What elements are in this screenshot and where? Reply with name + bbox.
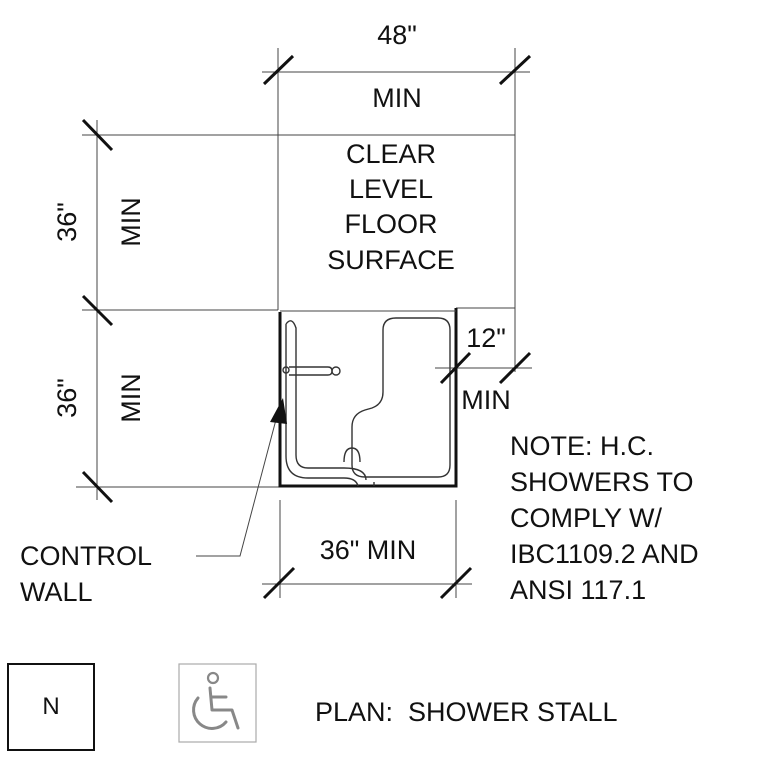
grab-bar [285,320,367,487]
left-upper-min-label: MIN [116,197,146,247]
clear-floor-area: CLEAR LEVEL FLOOR SURFACE [82,134,515,311]
shower-control [343,447,361,463]
tick-mark [262,566,296,600]
note-line-1: NOTE: H.C. [510,431,654,461]
tick-mark [498,54,532,86]
tick-mark [439,351,472,385]
tick-mark [81,294,114,327]
icon-frame [178,663,257,743]
tick-mark [81,118,114,152]
tick-mark [498,351,532,385]
left-lower-label: 36" [52,378,82,418]
top-dimension: 48" MIN [262,20,532,310]
bottom-dimension: 36" MIN [262,500,473,600]
control-wall-callout: CONTROL WALL [20,398,287,607]
shower-stall [278,308,458,488]
offset-min-label: MIN [461,385,511,415]
left-lower-min-label: MIN [116,373,146,423]
stall-walls [278,308,458,488]
leader-line [196,411,279,557]
north-box: N [7,663,95,751]
bottom-width-label: 36" MIN [320,535,417,565]
top-width-min-label: MIN [372,83,422,113]
wheelchair-icon [178,663,257,743]
left-dimensions: 36" MIN 36" MIN [52,118,280,504]
top-width-label: 48" [377,20,417,50]
drawing-title: PLAN: SHOWER STALL [315,697,618,727]
left-upper-label: 36" [52,202,82,242]
clear-floor-line-3: FLOOR [344,209,437,239]
icon-head [206,671,220,685]
offset-dimension: 12" MIN [435,300,532,415]
note-line-5: ANSI 117.1 [510,575,646,605]
north-label: N [42,693,59,720]
note-line-4: IBC1109.2 AND [510,539,699,569]
shower-valve [282,366,290,374]
icon-body [192,686,240,730]
control-wall-line-1: CONTROL [20,541,152,571]
offset-label: 12" [466,323,506,353]
shower-seat [351,317,451,478]
clear-floor-line-4: SURFACE [327,245,455,275]
north-box-frame [7,663,95,751]
note-line-3: COMPLY W/ [510,503,663,533]
tick-mark [81,470,114,504]
note-line-2: SHOWERS TO [510,467,694,497]
tick-mark [262,54,295,86]
control-wall-line-2: WALL [20,577,93,607]
tick-mark [439,566,473,600]
shower-head [331,366,341,376]
clear-floor-line-1: CLEAR [346,139,436,169]
leader-arrow [270,398,287,424]
clear-floor-line-2: LEVEL [349,174,433,204]
note-block: NOTE: H.C. SHOWERS TO COMPLY W/ IBC1109.… [510,431,699,605]
